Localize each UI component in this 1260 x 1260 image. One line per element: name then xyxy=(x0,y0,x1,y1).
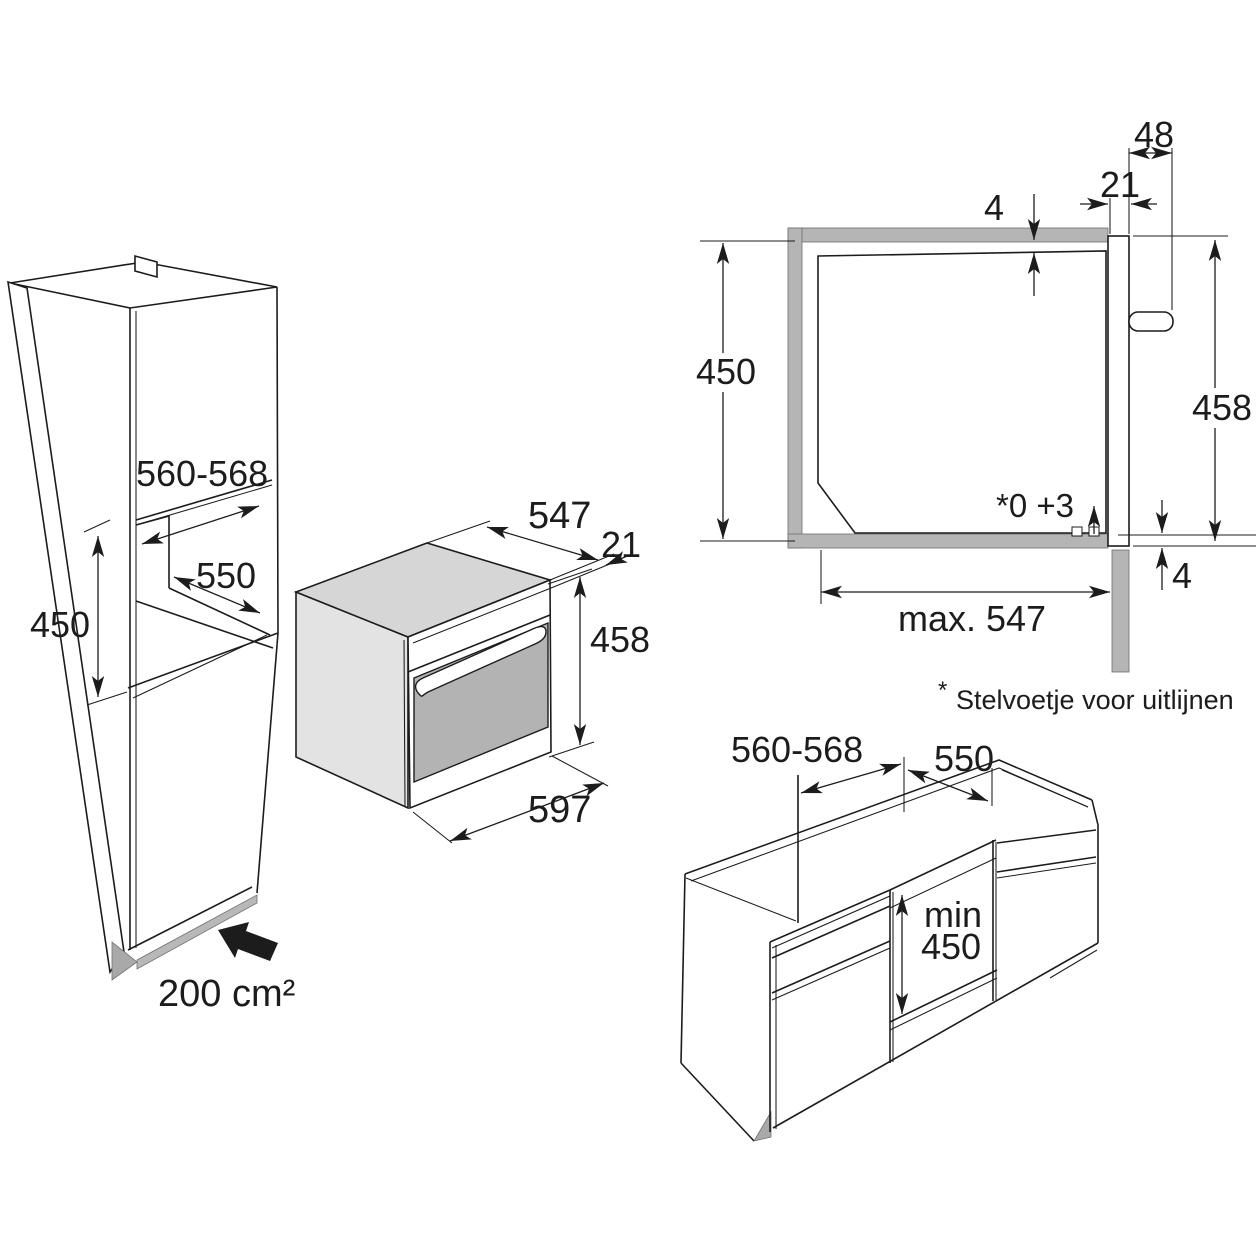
section-door-lower-part xyxy=(1111,549,1130,673)
levelling-foot xyxy=(1071,526,1083,537)
tall-cabinet-niche-depth-label: 550 xyxy=(196,555,256,596)
oven-width-label: 597 xyxy=(528,789,591,831)
base-min-label: min xyxy=(924,894,982,935)
base-cabinets-diagram: 560-568 550 min 450 xyxy=(680,729,1099,1142)
section-diagram: 48 21 4 450 458 *0 +3 4 max. 547 * Stelv… xyxy=(696,114,1256,715)
base-min-height-label: 450 xyxy=(921,926,981,967)
tall-cabinet-niche-width-label: 560-568 xyxy=(136,453,268,494)
base-plinth-triangle xyxy=(753,1110,772,1142)
section-oven-door xyxy=(1107,235,1130,547)
section-niche-height-label: 450 xyxy=(696,351,756,392)
footnote-mark: * xyxy=(938,677,947,704)
oven-diagram: 547 21 458 597 xyxy=(293,495,650,844)
section-oven-body xyxy=(817,250,1107,534)
oven-depth-label: 547 xyxy=(528,495,591,537)
section-handle-clearance-label: 48 xyxy=(1134,114,1174,155)
base-niche-width-label: 560-568 xyxy=(731,729,863,770)
base-niche-depth-label: 550 xyxy=(934,738,994,779)
cabinet-back-tab xyxy=(134,254,158,279)
niche-top-wall xyxy=(787,227,1109,243)
section-oven-handle xyxy=(1128,311,1174,332)
plinth-corner-triangle xyxy=(111,941,138,981)
ventilation-arrow-icon xyxy=(218,922,278,961)
ventilation-strip xyxy=(136,894,258,970)
ventilation-area-label: 200 cm² xyxy=(158,973,295,1015)
section-bottom-clearance-label: 4 xyxy=(1172,555,1192,596)
section-top-clearance-label: 4 xyxy=(984,187,1004,228)
section-door-thickness-label: 21 xyxy=(1100,164,1140,205)
niche-bottom-shelf xyxy=(787,533,1109,549)
tall-cabinet-niche-height-label: 450 xyxy=(30,604,90,645)
oven-door xyxy=(413,621,549,784)
section-appliance-height-label: 458 xyxy=(1192,387,1252,428)
oven-height-label: 458 xyxy=(590,619,650,660)
footnote-text: Stelvoetje voor uitlijnen xyxy=(956,685,1234,715)
section-max-depth-label: max. 547 xyxy=(898,598,1046,639)
section-feet-adjustment-label: *0 +3 xyxy=(996,487,1074,524)
oven-handle xyxy=(414,625,547,697)
tall-cabinet-diagram: 560-568 550 450 200 cm² xyxy=(7,254,295,1015)
oven-front-offset-label: 21 xyxy=(601,524,641,565)
niche-back-wall xyxy=(787,227,803,549)
